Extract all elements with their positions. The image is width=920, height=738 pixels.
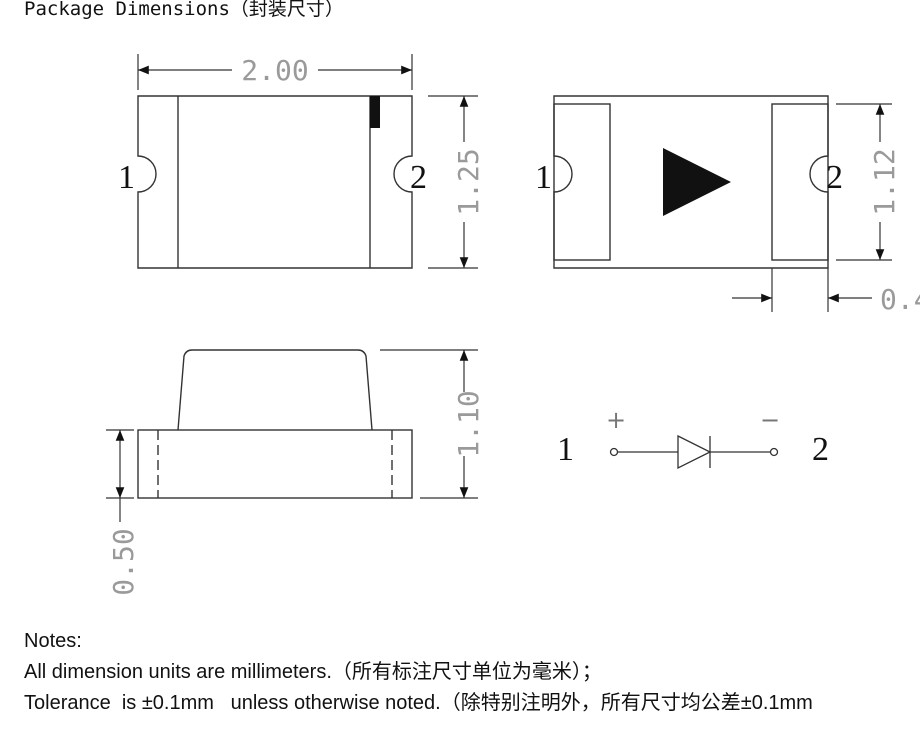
- pad-left: [553, 103, 611, 261]
- pad-width-label: 1.12: [868, 148, 901, 215]
- diode-triangle: [677, 434, 712, 470]
- width-label: 1.25: [452, 148, 485, 215]
- cathode-sign: −: [760, 406, 780, 434]
- side-view: [137, 349, 413, 499]
- width-dimension: [428, 95, 478, 269]
- diode-symbol: [609, 434, 779, 470]
- top-view-outline: [137, 95, 413, 269]
- notes-heading: Notes:: [24, 630, 82, 652]
- bottom-view-pin2: 2: [826, 159, 843, 196]
- top-view-pin1: 1: [118, 159, 135, 196]
- base-body: [137, 429, 413, 499]
- pad-width-dimension: [836, 103, 892, 261]
- bottom-view: [553, 95, 829, 269]
- base-height-dimension: [106, 429, 134, 522]
- base-height-label: 0.50: [107, 528, 140, 595]
- page-title: Package Dimensions（封装尺寸）: [24, 0, 344, 20]
- bottom-view-pin1: 1: [535, 159, 552, 196]
- height-label: 1.10: [452, 390, 485, 457]
- top-view-pin2: 2: [410, 159, 427, 196]
- symbol-pin2: 2: [812, 431, 829, 468]
- polarity-triangle: [663, 148, 731, 216]
- anode-terminal: [609, 447, 619, 457]
- pad-length-label: 0.4: [880, 283, 920, 316]
- anode-sign: +: [606, 406, 626, 434]
- notes-line-2: Tolerance is ±0.1mm unless otherwise not…: [24, 692, 813, 714]
- length-label: 2.00: [241, 54, 308, 87]
- top-view: [137, 95, 413, 269]
- polarity-mark: [370, 96, 380, 128]
- symbol-pin1: 1: [557, 431, 574, 468]
- pad-length-dimension: [732, 268, 872, 312]
- lens-dome: [177, 349, 373, 431]
- height-dimension: [380, 349, 478, 499]
- pad-right: [771, 103, 829, 261]
- notes-line-1: All dimension units are millimeters.（所有标…: [24, 661, 602, 683]
- length-dimension: [137, 54, 413, 90]
- notes-section: Notes: All dimension units are millimete…: [24, 626, 813, 719]
- cathode-terminal: [769, 447, 779, 457]
